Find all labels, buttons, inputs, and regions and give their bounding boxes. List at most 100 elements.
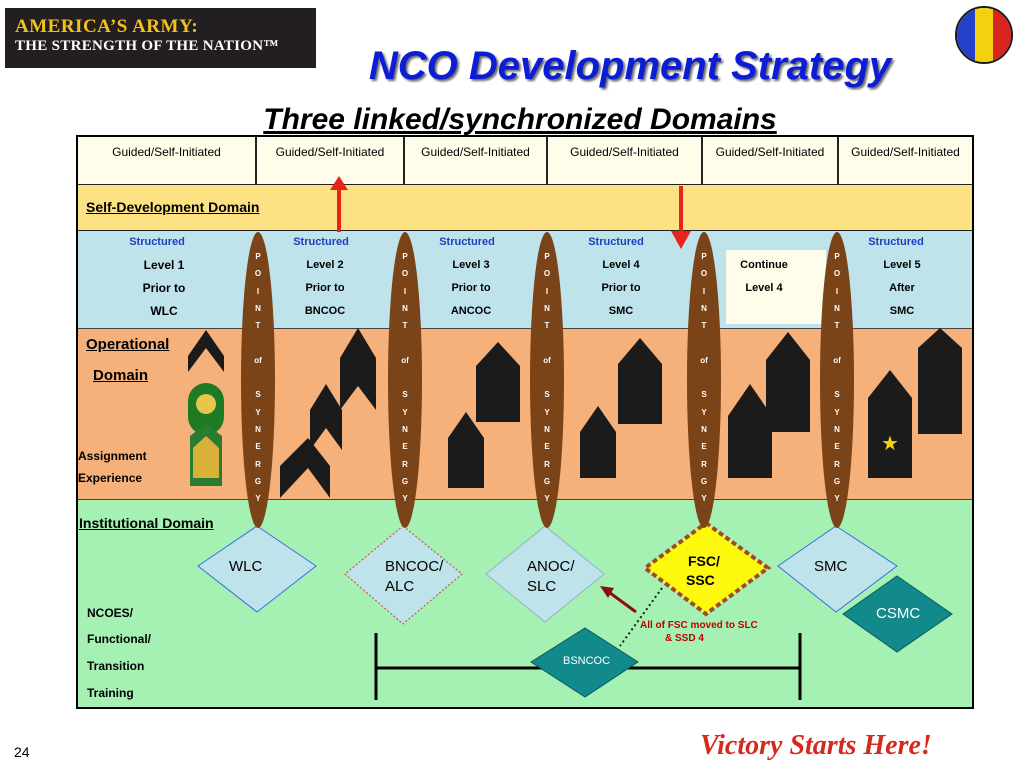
synergy-letter: Y (701, 494, 707, 504)
private-chevron-icon (188, 330, 224, 372)
synergy-letter: T (834, 321, 840, 331)
synergy-letter: I (835, 286, 839, 296)
structured-column-3: Level 3 Prior to ANCOC (411, 254, 531, 323)
level-line: Level 4 (602, 259, 640, 271)
army-logo: AMERICA’S ARMY: THE STRENGTH OF THE NATI… (5, 8, 316, 68)
synergy-letter: G (700, 476, 708, 486)
diagram-frame (76, 135, 974, 709)
synergy-letter: O (700, 269, 708, 279)
synergy-letter: Y (402, 407, 408, 417)
synergy-letter: Y (402, 494, 408, 504)
synergy-letter: T (402, 321, 408, 331)
synergy-letter: R (255, 459, 261, 469)
synergy-letter: Y (255, 494, 261, 504)
assignment-label: Assignment (78, 449, 147, 463)
synergy-letter: of (254, 355, 262, 365)
level-line: Level 3 (452, 259, 490, 271)
synergy-letter: of (700, 355, 708, 365)
fsc-note: All of FSC moved to SLC (640, 620, 758, 631)
synergy-oval-1 (241, 232, 275, 528)
synergy-letter: S (402, 390, 408, 400)
msg-insignia-icon-2 (618, 338, 662, 424)
bncoc-label: BNCOC/ (385, 558, 444, 575)
synergy-letter: Y (701, 407, 707, 417)
tradoc-badge-icon (955, 6, 1013, 64)
anoc-label: ANOC/ (527, 558, 575, 575)
anoc-diamond (485, 525, 605, 623)
synergy-letter: T (255, 321, 261, 331)
ssc-label: SSC (686, 572, 715, 588)
synergy-letter: G (254, 476, 262, 486)
synergy-letter: of (543, 355, 551, 365)
level-line: Continue (740, 259, 788, 271)
level-line: BNCOC (304, 305, 346, 317)
synergy-letter: R (834, 459, 840, 469)
institutional-label: Institutional Domain (79, 515, 214, 531)
synergy-letter: T (701, 321, 707, 331)
smc-label: SMC (814, 558, 848, 575)
smc-diamond (777, 525, 898, 613)
structured-header: Structured (588, 236, 644, 248)
sgm-insignia-icon (728, 384, 772, 478)
synergy-letter: P (834, 252, 840, 261)
level-line: Level 4 (745, 282, 783, 294)
operational-label: Operational (86, 336, 170, 353)
page-number: 24 (14, 744, 30, 760)
synergy-letter: P (701, 252, 707, 261)
structured-header: Structured (439, 236, 495, 248)
ncoes-line: Training (87, 686, 134, 700)
bncoc-diamond (344, 525, 463, 625)
synergy-oval-3 (530, 232, 564, 528)
bsncoc-label: BSNCOC (563, 655, 611, 667)
wlc-diamond (197, 525, 317, 613)
synergy-letter: N (255, 303, 261, 313)
synergy-letter: N (701, 303, 707, 313)
synergy-letter: I (702, 286, 706, 296)
page-subtitle: Three linked/synchronized Domains (263, 103, 777, 136)
structured-column-4: Level 4 Prior to SMC (561, 254, 681, 323)
sergeant-chevron-icon (310, 384, 342, 450)
structured-column-6: Level 5 After SMC (842, 254, 962, 323)
synergy-letter: I (545, 286, 549, 296)
structured-header: Structured (868, 236, 924, 248)
level-line: Prior to (305, 282, 345, 294)
structured-header: Structured (293, 236, 349, 248)
ncoes-line: Transition (87, 659, 145, 673)
synergy-letter: Y (544, 494, 550, 504)
structured-header: Structured (129, 236, 185, 248)
level-line: Prior to (601, 282, 641, 294)
synergy-letter: R (701, 459, 707, 469)
synergy-letter: N (544, 424, 550, 434)
synergy-letter: S (701, 390, 707, 400)
structured-column-5: Continue Level 4 (704, 254, 824, 300)
guided-band (78, 137, 972, 184)
synergy-letter: O (543, 269, 551, 279)
synergy-letter: O (254, 269, 262, 279)
synergy-letter: Y (255, 407, 261, 417)
synergy-letter: T (544, 321, 550, 331)
csm-insignia-icon (766, 332, 810, 432)
level-line: Prior to (142, 281, 186, 295)
level-line: After (889, 282, 915, 294)
sfc-insignia-icon-2 (580, 406, 616, 478)
level-line: Level 1 (143, 258, 185, 272)
experience-label: Experience (78, 471, 143, 485)
guided-cell: Guided/Self-Initiated (78, 137, 257, 184)
guided-cell: Guided/Self-Initiated (851, 145, 960, 159)
structured-column-1: Level 1 Prior to WLC (104, 254, 224, 323)
synergy-oval-5 (820, 232, 854, 528)
fsc-label: FSC/ (688, 553, 720, 569)
fsc-diamond (641, 520, 772, 617)
guided-cell: Guided/Self-Initiated (257, 137, 405, 184)
level-line: Level 5 (883, 259, 921, 271)
synergy-letter: N (255, 424, 261, 434)
synergy-letter: S (834, 390, 840, 400)
synergy-letter: R (544, 459, 550, 469)
continue-box (726, 250, 826, 324)
guided-cell: Guided/Self-Initiated (703, 137, 839, 184)
pfc-insignia-icon (188, 383, 224, 486)
synergy-letter: of (833, 355, 841, 365)
